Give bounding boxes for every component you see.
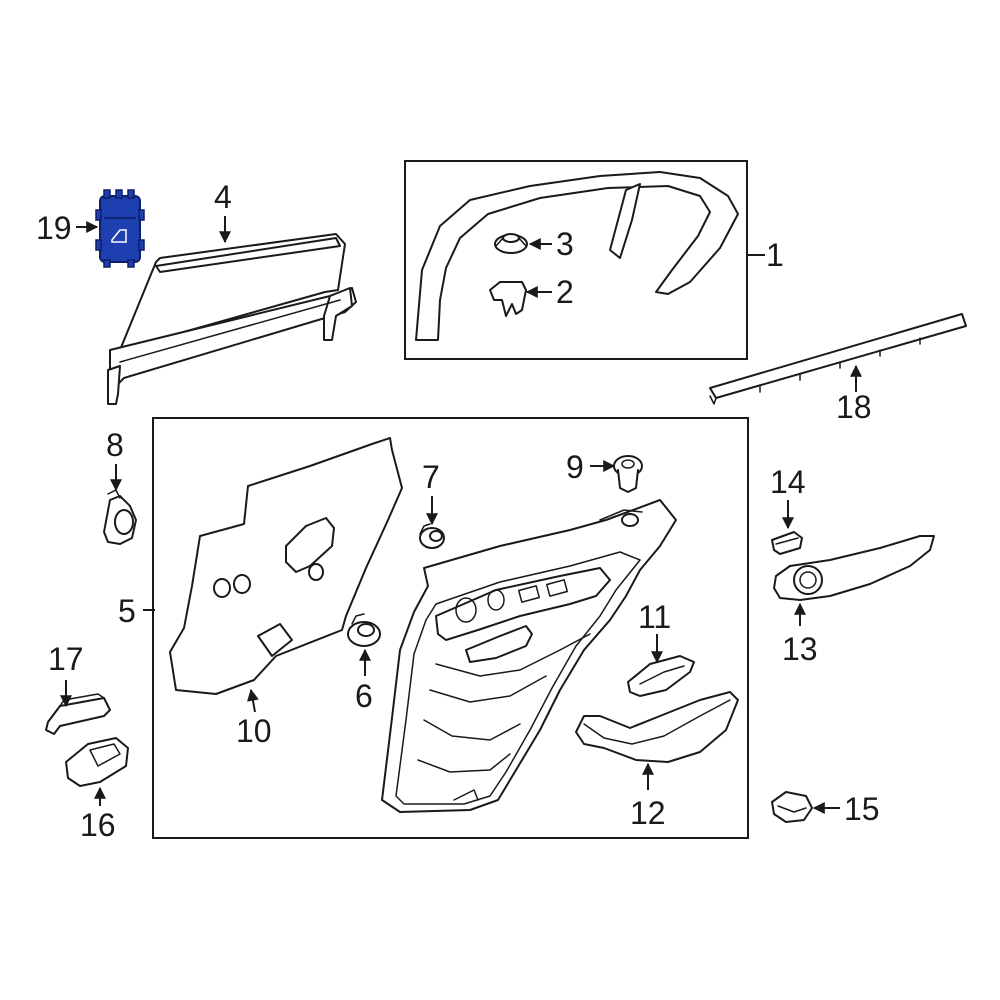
part-8-holder[interactable] [103, 489, 137, 545]
group-box-door-panel [152, 417, 749, 839]
part-10-insulation-panel[interactable] [169, 437, 403, 695]
callout-5: 5 [118, 593, 136, 629]
part-2-bracket[interactable] [489, 281, 527, 317]
part-1-window-trim[interactable] [415, 171, 739, 341]
callout-3: 3 [556, 226, 574, 262]
part-12-armrest[interactable] [575, 691, 739, 763]
part-19-window-switch[interactable] [95, 189, 145, 268]
callout-16: 16 [80, 807, 116, 843]
callout-4: 4 [214, 179, 232, 215]
part-15-cap[interactable] [771, 791, 813, 823]
callout-1: 1 [766, 237, 784, 273]
callout-9: 9 [566, 449, 584, 485]
part-3-clip[interactable] [494, 233, 528, 254]
part-7-clip[interactable] [419, 523, 445, 549]
callout-12: 12 [630, 795, 666, 831]
callout-6: 6 [355, 678, 373, 714]
callout-2: 2 [556, 274, 574, 310]
callout-10: 10 [236, 713, 272, 749]
part-17-bracket[interactable] [45, 693, 111, 735]
callout-14: 14 [770, 464, 806, 500]
callout-7: 7 [422, 459, 440, 495]
part-13-trim-strip[interactable] [773, 535, 935, 601]
part-4-sunshade[interactable] [107, 233, 357, 405]
callout-13: 13 [782, 631, 818, 667]
part-11-door-handle[interactable] [627, 655, 695, 697]
callout-11: 11 [638, 599, 671, 635]
callout-17: 17 [48, 641, 84, 677]
callout-19: 19 [36, 210, 72, 246]
part-14-clip[interactable] [771, 531, 803, 555]
callout-8: 8 [106, 427, 124, 463]
callout-15: 15 [844, 791, 880, 827]
window-glyph-icon [111, 229, 127, 243]
part-5-door-panel[interactable] [381, 499, 677, 813]
part-9-clip[interactable] [613, 455, 643, 493]
part-6-fastener[interactable] [347, 613, 381, 647]
leader-10 [247, 688, 259, 713]
callout-18: 18 [836, 389, 872, 425]
part-16-pocket[interactable] [65, 737, 129, 787]
group-box-upper [404, 160, 748, 360]
part-18-weatherstrip[interactable] [709, 313, 967, 405]
